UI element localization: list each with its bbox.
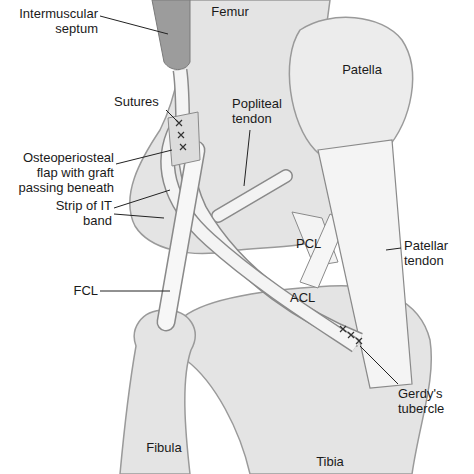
leader-lines — [100, 16, 401, 384]
part-label: ACL — [290, 290, 320, 305]
part-label: Osteoperiosteal flap with graft passing … — [4, 150, 114, 195]
patellar-tendon — [318, 140, 412, 388]
part-label: Patellar tendon — [404, 238, 470, 268]
part-label: Strip of IT band — [40, 198, 112, 228]
part-label: Popliteal tendon — [232, 96, 302, 126]
fcl-ligament — [166, 150, 196, 322]
popliteal-tendon — [218, 176, 286, 216]
bone-name: Fibula — [134, 440, 194, 455]
part-label: Gerdy's tubercle — [398, 386, 470, 416]
bone-name: Patella — [332, 62, 392, 77]
suture-marks — [176, 120, 362, 344]
part-label: Intermuscular septum — [4, 6, 98, 36]
fibula-bone — [120, 310, 195, 474]
popliteal-tendon — [218, 176, 286, 216]
part-label: FCL — [60, 283, 98, 298]
part-label: Sutures — [114, 94, 174, 109]
bone-name: Femur — [200, 4, 260, 19]
osteoperiosteal-flap — [168, 112, 200, 166]
patella-bone — [289, 17, 412, 163]
it-band-strip — [180, 70, 360, 340]
it-band-strip — [180, 70, 360, 340]
septum — [152, 0, 190, 70]
fcl-ligament — [166, 150, 196, 322]
part-label: PCL — [296, 236, 326, 251]
bone-name: Tibia — [300, 454, 360, 469]
